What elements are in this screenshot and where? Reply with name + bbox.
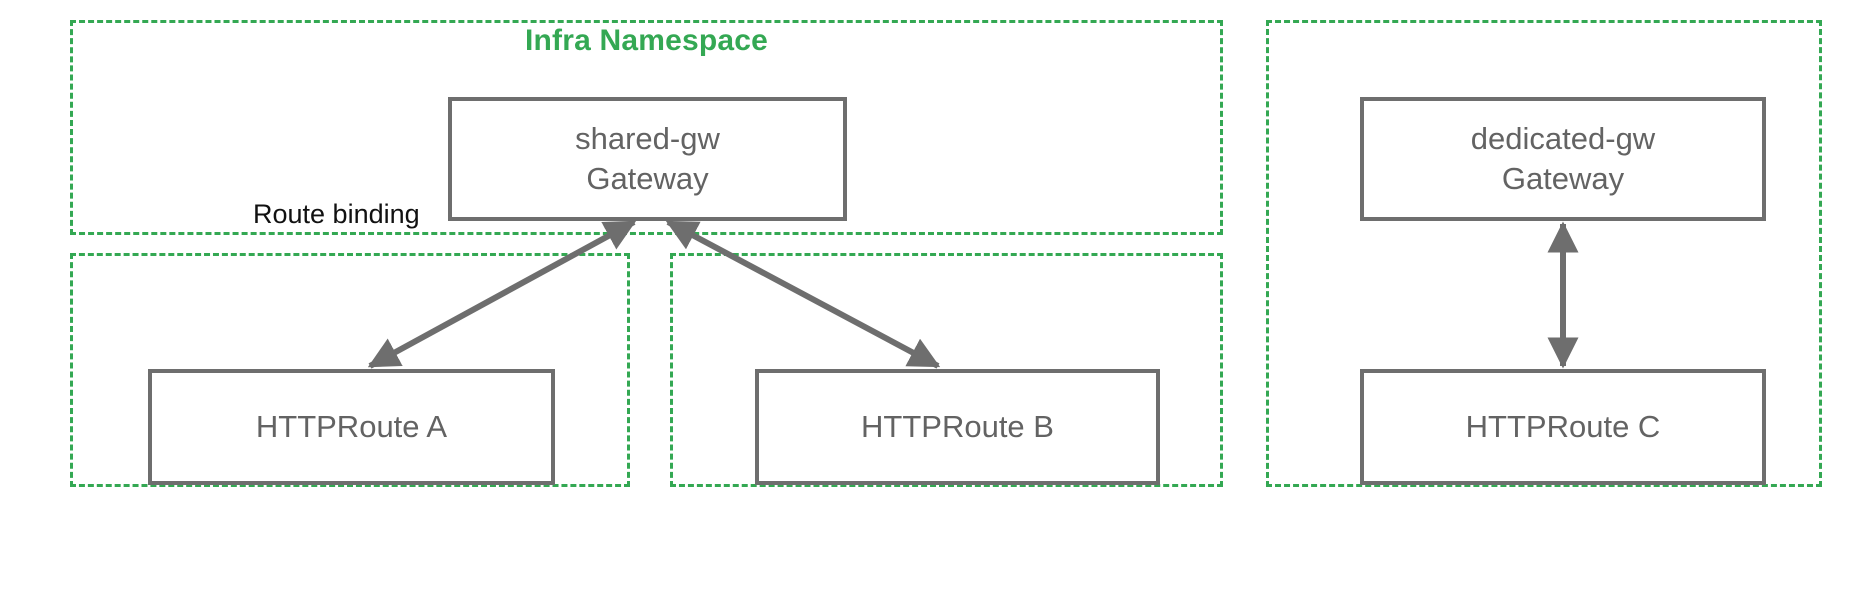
node-httproute-a[interactable]: HTTPRoute A — [148, 369, 555, 485]
node-dedicated-gw-gateway[interactable]: dedicated-gw Gateway — [1360, 97, 1766, 221]
namespace-box-infra — [70, 20, 1223, 235]
namespace-box-a — [70, 253, 630, 487]
node-shared-gw-gateway[interactable]: shared-gw Gateway — [448, 97, 847, 221]
edge-label-route-binding: Route binding — [250, 201, 423, 228]
namespace-box-c — [1266, 20, 1822, 487]
node-httproute-b[interactable]: HTTPRoute B — [755, 369, 1160, 485]
namespace-label-infra: Infra Namespace — [524, 24, 769, 57]
namespace-box-b — [670, 253, 1223, 487]
node-httproute-c[interactable]: HTTPRoute C — [1360, 369, 1766, 485]
